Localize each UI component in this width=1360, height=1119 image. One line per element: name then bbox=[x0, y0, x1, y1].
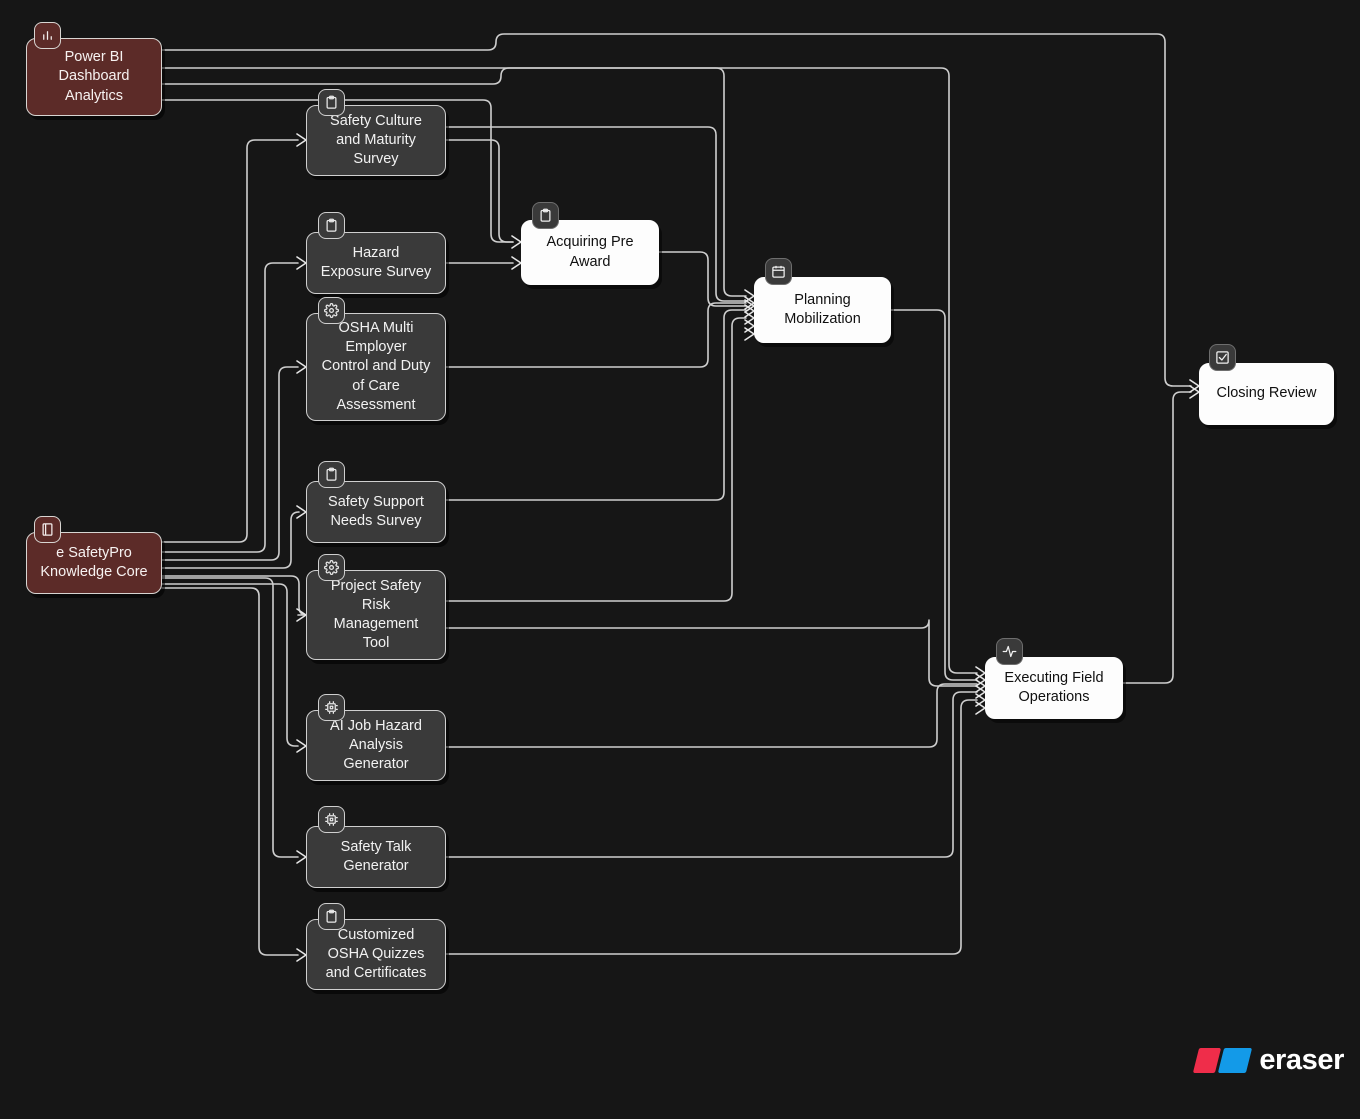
node-label: Safety Talk Generator bbox=[340, 838, 412, 874]
edge-powerbi-closing bbox=[161, 33, 1192, 387]
node-label: Project Safety Risk Management Tool bbox=[330, 577, 422, 652]
edge-knowledge-culture bbox=[161, 139, 299, 543]
edge-knowledge-riskmgmt bbox=[161, 575, 308, 616]
node-closing-review[interactable]: Closing Review bbox=[1199, 363, 1334, 425]
edge-knowledge-support bbox=[161, 511, 300, 569]
edge-support-planning bbox=[445, 309, 747, 501]
edge-powerbi-planning bbox=[161, 67, 747, 297]
edge-knowledge-talk bbox=[161, 577, 299, 858]
edge-oshamulti-planning bbox=[445, 302, 747, 368]
node-label: Closing Review bbox=[1216, 385, 1317, 402]
node-customized-osha-quizzes-and-certificates[interactable]: Customized OSHA Quizzes and Certificates bbox=[306, 919, 446, 990]
node-osha-multi-employer-control-and-duty-of-care-assessment[interactable]: OSHA Multi Employer Control and Duty of … bbox=[306, 313, 446, 421]
edge-knowledge-hazardsrv bbox=[161, 262, 299, 553]
node-safety-culture-and-maturity-survey[interactable]: Safety Culture and Maturity Survey bbox=[306, 105, 446, 176]
edge-preaward-planning bbox=[658, 251, 747, 307]
node-label: Power BI Dashboard Analytics bbox=[58, 49, 130, 104]
clipboard-icon bbox=[318, 903, 345, 930]
logo-shape-red bbox=[1193, 1048, 1222, 1073]
eraser-logo-text: eraser bbox=[1259, 1044, 1344, 1076]
book-icon bbox=[34, 516, 61, 543]
calendar-icon bbox=[765, 258, 792, 285]
node-planning-mobilization[interactable]: Planning Mobilization bbox=[754, 277, 891, 343]
node-label: Planning Mobilization bbox=[784, 291, 861, 327]
node-label: Hazard Exposure Survey bbox=[320, 244, 432, 280]
edge-culture-preaward bbox=[445, 139, 514, 243]
edge-jha-executing bbox=[445, 683, 978, 748]
clipboard-icon bbox=[532, 202, 559, 229]
clipboard-icon bbox=[318, 212, 345, 239]
edge-riskmgmt-planning bbox=[445, 317, 747, 602]
node-safety-support-needs-survey[interactable]: Safety Support Needs Survey bbox=[306, 481, 446, 543]
edge-riskmgmt-executing bbox=[445, 619, 978, 687]
node-label: Customized OSHA Quizzes and Certificates bbox=[325, 926, 427, 982]
node-acquiring-pre-award[interactable]: Acquiring Pre Award bbox=[521, 220, 659, 285]
edge-powerbi-executing bbox=[161, 67, 978, 674]
bar-chart-icon bbox=[34, 22, 61, 49]
node-label: e SafetyPro Knowledge Core bbox=[40, 544, 148, 580]
node-label: Safety Support Needs Survey bbox=[328, 493, 424, 529]
check-square-icon bbox=[1209, 344, 1236, 371]
edge-quizzes-executing bbox=[445, 699, 978, 955]
edge-knowledge-quizzes bbox=[161, 587, 299, 956]
node-project-safety-risk-management-tool[interactable]: Project Safety Risk Management Tool bbox=[306, 570, 446, 660]
cpu-icon bbox=[318, 806, 345, 833]
node-power-bi-dashboard-analytics[interactable]: Power BI Dashboard Analytics bbox=[26, 38, 162, 116]
clipboard-icon bbox=[318, 461, 345, 488]
eraser-logo-mark bbox=[1193, 1048, 1253, 1073]
edge-talk-executing bbox=[445, 691, 978, 858]
edge-knowledge-oshamulti bbox=[161, 366, 299, 561]
edge-knowledge-jha bbox=[161, 583, 299, 747]
edge-powerbi-preaward bbox=[161, 99, 514, 243]
node-label: Acquiring Pre Award bbox=[546, 234, 634, 270]
node-label: Safety Culture and Maturity Survey bbox=[330, 112, 422, 168]
node-ai-job-hazard-analysis-generator[interactable]: AI Job Hazard Analysis Generator bbox=[306, 710, 446, 781]
edge-executing-closing bbox=[1122, 391, 1192, 684]
gear-icon bbox=[318, 554, 345, 581]
node-safety-talk-generator[interactable]: Safety Talk Generator bbox=[306, 826, 446, 888]
activity-icon bbox=[996, 638, 1023, 665]
edge-culture-planning bbox=[445, 126, 747, 302]
node-label: OSHA Multi Employer Control and Duty of … bbox=[321, 320, 431, 413]
gear-icon bbox=[318, 297, 345, 324]
node-label: Executing Field Operations bbox=[1004, 669, 1104, 705]
clipboard-icon bbox=[318, 89, 345, 116]
cpu-icon bbox=[318, 694, 345, 721]
eraser-logo: eraser bbox=[1193, 1044, 1344, 1077]
edge-planning-executing bbox=[890, 309, 978, 681]
node-hazard-exposure-survey[interactable]: Hazard Exposure Survey bbox=[306, 232, 446, 294]
node-label: AI Job Hazard Analysis Generator bbox=[330, 717, 422, 773]
node-e-safetypro-knowledge-core[interactable]: e SafetyPro Knowledge Core bbox=[26, 532, 162, 594]
node-executing-field-operations[interactable]: Executing Field Operations bbox=[985, 657, 1123, 719]
logo-shape-blue bbox=[1218, 1048, 1253, 1073]
